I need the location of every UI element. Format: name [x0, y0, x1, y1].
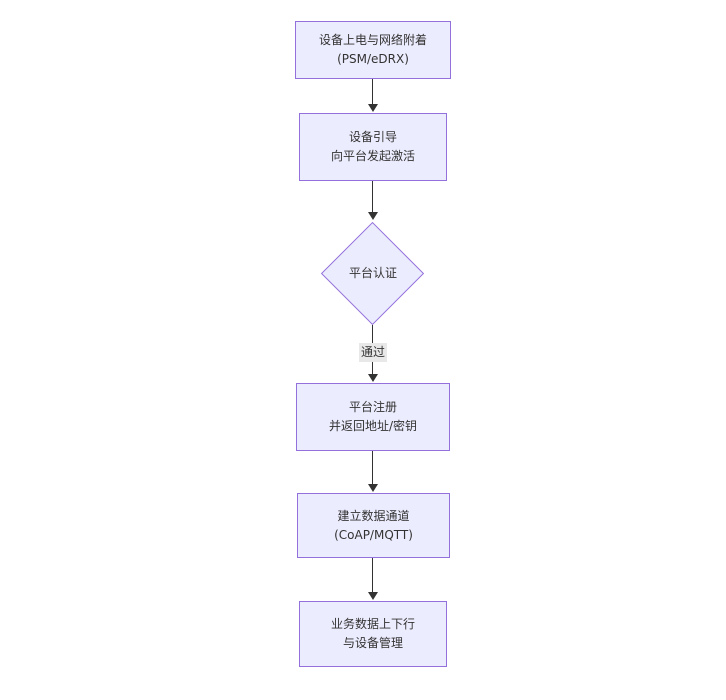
node-text-line: (PSM/eDRX)	[337, 52, 409, 66]
flow-node-business-data: 业务数据上下行 与设备管理	[299, 601, 447, 667]
node-text-line: 建立数据通道	[337, 508, 410, 523]
node-text-line: (CoAP/MQTT)	[334, 527, 413, 542]
node-text-line: 平台认证	[348, 265, 397, 280]
node-text-line: 业务数据上下行	[330, 617, 415, 631]
node-text-line: 平台注册	[348, 400, 397, 414]
edge-label-pass: 通过	[358, 343, 388, 362]
flow-node-device-bootstrap: 设备引导 向平台发起激活	[299, 113, 447, 181]
arrowhead-down-icon	[368, 592, 378, 600]
flow-node-platform-register: 平台注册 并返回地址/密钥	[296, 383, 450, 451]
edge-line-a-b	[372, 79, 373, 105]
node-text-line: 设备引导	[348, 130, 397, 144]
flow-node-power-network-attach: 设备上电与网络附着 (PSM/eDRX)	[295, 21, 451, 79]
edge-line-d-e	[372, 451, 373, 485]
arrowhead-down-icon	[368, 104, 378, 112]
arrowhead-down-icon	[368, 212, 378, 220]
node-text-line: 设备上电与网络附着	[318, 33, 427, 47]
edge-line-b-c	[372, 181, 373, 213]
node-text-line: 并返回地址/密钥	[328, 419, 418, 433]
arrowhead-down-icon	[368, 484, 378, 492]
flow-node-data-channel: 建立数据通道 (CoAP/MQTT)	[297, 493, 450, 558]
node-text-line: 向平台发起激活	[330, 149, 415, 163]
node-text-line: 与设备管理	[342, 636, 403, 650]
arrowhead-down-icon	[368, 374, 378, 382]
edge-line-e-f	[372, 558, 373, 593]
